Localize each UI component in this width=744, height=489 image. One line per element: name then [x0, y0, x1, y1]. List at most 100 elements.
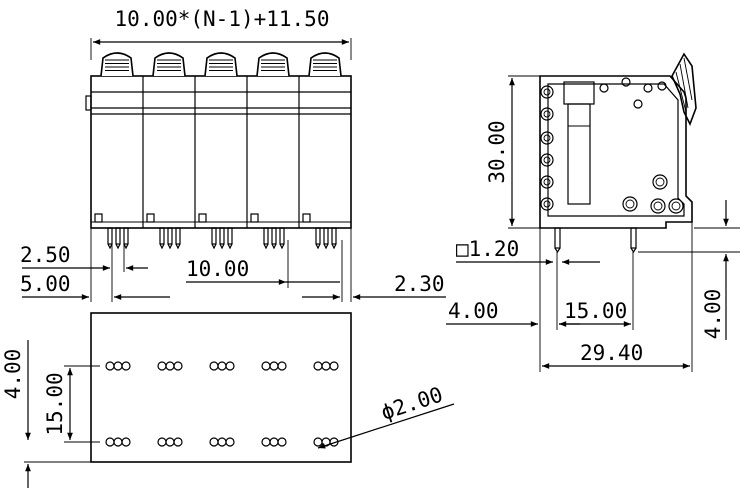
- side-hole-inner: [671, 201, 681, 211]
- pcb-layout-view: 15.00 4.00 ϕ2.00: [1, 312, 455, 488]
- dim-pin-length: 4.00: [701, 289, 725, 340]
- side-hole-inner: [625, 199, 635, 209]
- pcb-hole: [225, 361, 235, 371]
- pcb-hole: [105, 361, 115, 371]
- pcb-hole: [157, 361, 167, 371]
- pcb-hole: [269, 361, 279, 371]
- side-hole-inner: [543, 88, 551, 96]
- dim-side-front-offset: 4.00: [448, 299, 499, 323]
- module-pin: [227, 227, 233, 245]
- module-pin-tip: [219, 243, 225, 250]
- module-pin-tip: [115, 243, 121, 250]
- pcb-hole: [313, 361, 323, 371]
- pcb-hole: [121, 437, 131, 447]
- pcb-hole: [329, 361, 339, 371]
- side-hole: [540, 153, 554, 167]
- dim-height: 30.00: [485, 120, 509, 183]
- module-pin-tip: [271, 243, 277, 250]
- front-pin-dimensions: 2.50 5.00 10.00 2.30: [20, 228, 446, 302]
- side-hole: [668, 198, 684, 214]
- pcb-hole: [105, 437, 115, 447]
- pcb-hole: [225, 437, 235, 447]
- dim-pitch: 10.00: [186, 257, 249, 281]
- module-latch: [250, 213, 259, 223]
- pcb-hole: [269, 437, 279, 447]
- module-pin-tip: [159, 243, 165, 250]
- side-hole-inner: [543, 134, 551, 142]
- dim-pcb-edge-offset: 4.00: [1, 349, 25, 400]
- side-holes: [540, 77, 684, 214]
- dim-pin-spacing-small: 2.50: [20, 243, 71, 267]
- side-hole: [540, 175, 554, 189]
- pcb-hole: [121, 361, 131, 371]
- side-hole: [540, 85, 554, 99]
- module-top: [204, 52, 238, 77]
- side-view: 30.00 □1.20 4.00 15.00 29.40 4.00: [446, 52, 740, 372]
- module-pin-tip: [323, 243, 329, 250]
- dim-pin-square: □1.20: [456, 237, 519, 261]
- front-modules: [91, 52, 351, 250]
- module-pin: [219, 227, 225, 245]
- module-latch: [302, 213, 311, 223]
- pcb-hole: [113, 361, 123, 371]
- module-pin: [115, 227, 121, 245]
- pcb-hole: [261, 437, 271, 447]
- front-view: 10.00*(N-1)+11.50: [85, 7, 352, 250]
- module-top: [256, 52, 290, 77]
- module-pin: [323, 227, 329, 245]
- side-hole: [650, 198, 666, 214]
- dim-hole-diameter: ϕ2.00: [378, 382, 446, 424]
- pcb-hole: [165, 437, 175, 447]
- module-pin-tip: [331, 243, 337, 250]
- side-hole: [540, 107, 554, 121]
- pcb-hole: [173, 361, 183, 371]
- pcb-hole: [321, 361, 331, 371]
- pcb-hole: [209, 361, 219, 371]
- module-pin-tip: [211, 243, 217, 250]
- dim-overall-width: 10.00*(N-1)+11.50: [115, 7, 330, 31]
- module-pin-tip: [123, 243, 129, 250]
- module-pin: [123, 227, 129, 245]
- pcb-hole: [217, 361, 227, 371]
- side-hole-inner: [543, 110, 551, 118]
- dim-side-depth: 29.40: [580, 341, 643, 365]
- dim-pcb-row-spacing: 15.00: [43, 372, 67, 435]
- module-pin: [211, 227, 217, 245]
- module-pin: [159, 227, 165, 245]
- side-hole: [652, 174, 668, 190]
- module-pin-tip: [107, 243, 113, 250]
- side-hole: [540, 131, 554, 145]
- module-pin: [263, 227, 269, 245]
- dim-right-offset: 2.30: [394, 272, 445, 296]
- module-pin: [331, 227, 337, 245]
- module-pin: [175, 227, 181, 245]
- side-hole: [621, 77, 631, 87]
- module-pin: [315, 227, 321, 245]
- module-pin-tip: [175, 243, 181, 250]
- dim-edge-to-pin: 5.00: [20, 272, 71, 296]
- module-pin-tip: [227, 243, 233, 250]
- pcb-hole: [209, 437, 219, 447]
- side-hole-inner: [655, 177, 665, 187]
- pcb-hole: [261, 361, 271, 371]
- pcb-holes: [105, 361, 339, 447]
- pcb-hole: [277, 437, 287, 447]
- pcb-hole: [157, 437, 167, 447]
- pcb-hole: [217, 437, 227, 447]
- side-hole: [657, 81, 667, 91]
- side-hole-inner: [543, 178, 551, 186]
- module-pin-tip: [315, 243, 321, 250]
- module-top: [100, 52, 134, 77]
- module-top: [152, 52, 186, 77]
- pcb-hole: [277, 361, 287, 371]
- module-top: [308, 52, 342, 77]
- side-hole-inner: [543, 156, 551, 164]
- side-hole: [643, 83, 653, 93]
- side-hole-inner: [653, 201, 663, 211]
- side-hole: [633, 99, 643, 109]
- pcb-hole: [173, 437, 183, 447]
- module-latch: [146, 213, 155, 223]
- module-pin: [271, 227, 277, 245]
- module-pin-tip: [279, 243, 285, 250]
